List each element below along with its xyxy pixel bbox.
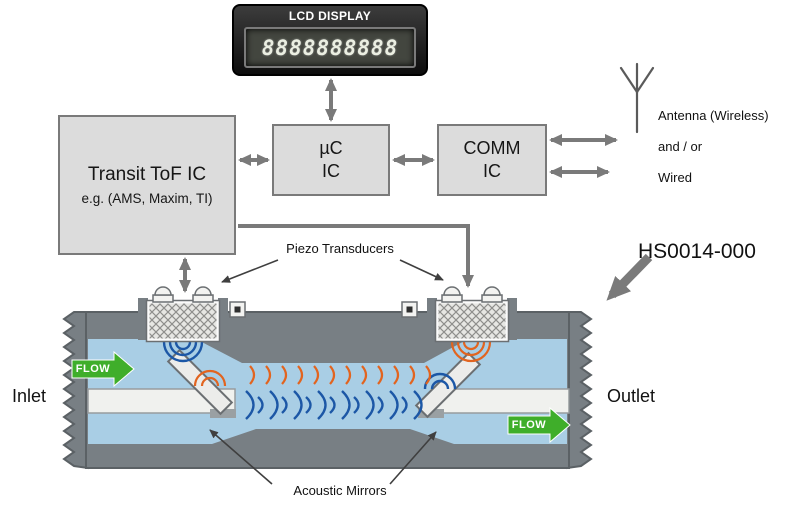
outlet-label: Outlet	[607, 386, 656, 406]
piezo-pointer-left	[221, 259, 279, 283]
flow-label-right: FLOW	[511, 419, 547, 431]
mirror-pointer-left	[209, 429, 273, 485]
comm-line1: COMM	[463, 137, 521, 158]
flow-arrow-right	[507, 406, 571, 444]
acoustic-mirror-left	[166, 348, 236, 418]
lcd-display: LCD DISPLAY 8888888888	[232, 4, 428, 76]
tof-subtitle: e.g. (AMS, Maxim, TI)	[81, 191, 213, 207]
lcd-title: LCD DISPLAY	[288, 9, 372, 23]
mcu-ic-block: µC IC	[272, 124, 390, 196]
antenna-icon	[619, 62, 655, 134]
pipe-thread-right	[566, 311, 593, 470]
flow-arrow-left	[71, 350, 135, 388]
part-number-arrow	[606, 253, 653, 301]
outlet-tube	[431, 388, 570, 414]
top-chamfer	[196, 339, 468, 363]
piezo-pointer-right	[399, 259, 444, 281]
lcd-screen: 8888888888	[244, 27, 416, 68]
ultrasound-waves-orange	[193, 341, 492, 387]
tof-title: Transit ToF IC	[87, 163, 207, 185]
bottom-chamfer	[212, 429, 454, 444]
lcd-digits: 8888888888	[261, 35, 399, 60]
comm-ic-block: COMM IC	[437, 124, 547, 196]
mcu-line1: µC	[319, 137, 343, 158]
mirror-pointer-right	[389, 431, 437, 485]
inlet-label: Inlet	[12, 386, 47, 406]
comm-line2: IC	[483, 161, 501, 181]
connector-tof-right-transducer	[238, 224, 474, 288]
transit-tof-ic-block: Transit ToF IC e.g. (AMS, Maxim, TI)	[58, 115, 236, 255]
part-number-label: HS0014-000	[638, 240, 756, 263]
ultrasound-waves-blue	[162, 341, 457, 420]
wired-label: Wired	[658, 170, 692, 185]
acoustic-mirrors-label: Acoustic Mirrors	[293, 483, 387, 498]
piezo-transducer-left	[138, 286, 246, 343]
and-or-label: and / or	[658, 139, 703, 154]
flow-label-left: FLOW	[75, 363, 111, 375]
piezo-transducer-right	[401, 286, 517, 343]
antenna-wireless-label: Antenna (Wireless)	[658, 108, 769, 123]
piezo-transducers-label: Piezo Transducers	[286, 241, 394, 256]
mcu-line2: IC	[322, 161, 340, 181]
pipe-thread-left	[62, 311, 89, 470]
